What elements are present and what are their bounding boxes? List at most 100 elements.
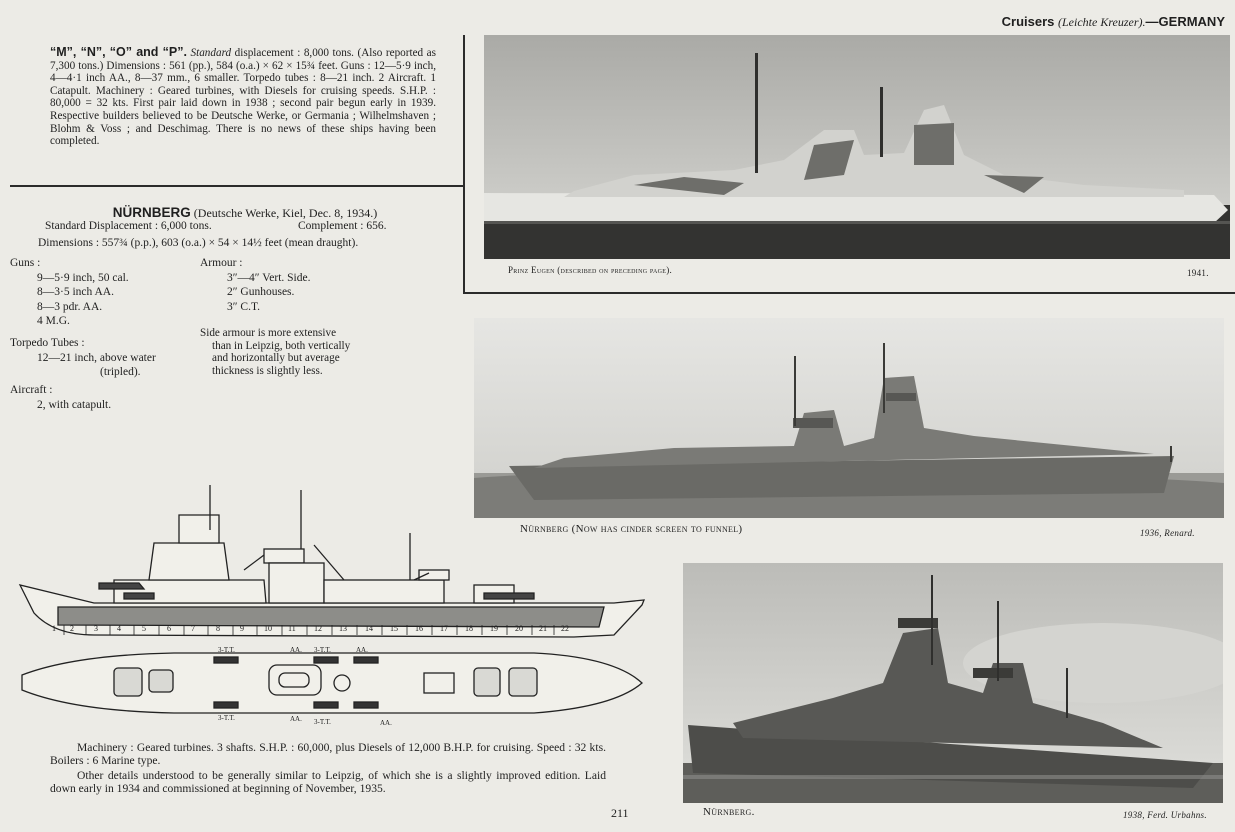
- photo-frame-bottom-rule: [463, 292, 1235, 294]
- frame-number: 10: [264, 624, 272, 633]
- frame-number: 18: [465, 624, 473, 633]
- caption-nurnberg-1936: Nürnberg (Now has cinder screen to funne…: [520, 523, 742, 535]
- page-header: Cruisers (Leichte Kreuzer).—GERMANY: [1002, 14, 1225, 30]
- frame-number: 8: [216, 624, 220, 633]
- displacement-line: Standard Displacement : 6,000 tons.: [45, 219, 212, 233]
- profile-view: [18, 485, 646, 638]
- caption-text: Nürnberg (Now has cinder screen to funne…: [520, 523, 743, 535]
- ship-photo-prinz-eugen: [484, 35, 1230, 259]
- mnop-standard: Standard: [186, 47, 232, 59]
- nurnberg-title: NÜRNBERG (Deutsche Werke, Kiel, Dec. 8, …: [40, 205, 450, 221]
- ship-profile-plan-drawing: 1 2 3 4 5 6 7 8 9 10 11 12 13 14 15 16 1…: [18, 485, 646, 727]
- plan-label-aa: AA.: [380, 719, 392, 727]
- frame-number: 7: [191, 624, 195, 633]
- frame-number: 6: [167, 624, 171, 633]
- frame-number: 4: [117, 624, 121, 633]
- credit-prinz-eugen: 1941.: [1187, 268, 1209, 278]
- torpedo-tubes: Torpedo Tubes : 12—21 inch, above water …: [10, 336, 210, 380]
- caption-text: Nürnberg.: [703, 806, 755, 818]
- credit-text: 1941.: [1187, 268, 1209, 278]
- aircraft-heading: Aircraft :: [10, 384, 53, 396]
- plan-label-tt: 3-T.T.: [218, 714, 235, 722]
- armour-item: 3″ C.T.: [227, 300, 261, 313]
- guns-list: Guns : 9—5·9 inch, 50 cal. 8—3·5 inch AA…: [10, 256, 200, 329]
- armour-note-line: than in Leipzig, both vertically: [212, 339, 351, 352]
- ship-photo-nurnberg-1938: [683, 563, 1223, 803]
- armour-list: Armour : 3″—4″ Vert. Side. 2″ Gunhouses.…: [200, 256, 420, 314]
- photo-frame-left-rule: [463, 35, 465, 293]
- torpedo-heading: Torpedo Tubes :: [10, 337, 85, 349]
- frame-number: 15: [390, 624, 398, 633]
- page-number-text: 211: [611, 806, 629, 820]
- details-text: Other details understood to be generally…: [50, 769, 606, 795]
- torpedo-line: 12—21 inch, above water: [37, 351, 156, 364]
- frame-number: 11: [288, 624, 296, 633]
- plan-label-aa: AA.: [290, 646, 302, 654]
- caption-text: Prinz Eugen (described on preceding page…: [508, 265, 673, 275]
- frame-number: 22: [561, 624, 569, 633]
- caption-prinz-eugen: Prinz Eugen (described on preceding page…: [508, 265, 672, 275]
- armour-note-line: Side armour is more extensive: [200, 327, 337, 339]
- header-section: Cruisers: [1001, 14, 1055, 29]
- section-divider: [10, 185, 463, 187]
- armour-item: 3″—4″ Vert. Side.: [227, 271, 311, 284]
- complement: Complement : 656.: [298, 220, 387, 232]
- ship-drawing: 1 2 3 4 5 6 7 8 9 10 11 12 13 14 15 16 1…: [14, 485, 650, 730]
- aircraft-line: 2, with catapult.: [37, 398, 112, 411]
- plan-label-tt: 3-T.T.: [314, 718, 331, 726]
- header-subtitle: (Leichte Kreuzer).: [1058, 15, 1146, 29]
- frame-number: 21: [539, 624, 547, 633]
- photo-prinz-eugen: [484, 35, 1230, 259]
- gun-item: 8—3·5 inch AA.: [37, 286, 114, 299]
- armour-heading: Armour :: [200, 257, 243, 269]
- frame-number: 3: [94, 624, 98, 633]
- gun-item: 8—3 pdr. AA.: [37, 300, 103, 313]
- frame-number: 12: [314, 624, 322, 633]
- plan-view: [21, 652, 643, 714]
- mnop-text: displacement : 8,000 tons. (Also reporte…: [50, 47, 437, 148]
- photo-nurnberg-1938: [683, 563, 1223, 803]
- mnop-names: “M”, “N”, “O” and “P”.: [50, 45, 187, 59]
- gun-item: 9—5·9 inch, 50 cal.: [37, 271, 129, 284]
- credit-nurnberg-1936: 1936, Renard.: [1140, 528, 1195, 538]
- frame-number: 20: [515, 624, 523, 633]
- header-country: —GERMANY: [1145, 14, 1225, 29]
- ship-photo-nurnberg-1936: [474, 318, 1224, 518]
- machinery-text: Machinery : Geared turbines. 3 shafts. S…: [50, 741, 606, 767]
- dimensions-line: Dimensions : 557¾ (p.p.), 603 (o.a.) × 5…: [38, 236, 358, 250]
- ship-name: NÜRNBERG: [112, 205, 191, 220]
- plan-label-aa: AA.: [290, 715, 302, 723]
- guns-heading: Guns :: [10, 257, 41, 269]
- frame-number: 14: [365, 624, 373, 633]
- frame-number: 5: [142, 624, 146, 633]
- credit-text: 1938, Ferd. Urbahns.: [1123, 810, 1207, 820]
- frame-number: 9: [240, 624, 244, 633]
- displacement: Standard Displacement : 6,000 tons.: [45, 220, 212, 232]
- plan-label-aa: AA.: [356, 646, 368, 654]
- armour-item: 2″ Gunhouses.: [227, 286, 295, 299]
- complement-line: Complement : 656.: [298, 219, 386, 233]
- armour-note-line: and horizontally but average: [212, 352, 340, 365]
- armour-note-line: thickness is slightly less.: [212, 364, 323, 377]
- frame-number: 13: [339, 624, 347, 633]
- credit-nurnberg-1938: 1938, Ferd. Urbahns.: [1123, 810, 1207, 820]
- frame-numbers: 1 2 3 4 5 6 7 8 9 10 11 12 13 14 15 16 1…: [52, 624, 569, 633]
- photo-nurnberg-1936: [474, 318, 1224, 518]
- frame-number: 2: [70, 624, 74, 633]
- frame-number: 19: [490, 624, 498, 633]
- plan-label-tt: 3-T.T.: [314, 646, 331, 654]
- caption-nurnberg-1938: Nürnberg.: [703, 806, 755, 818]
- aircraft: Aircraft : 2, with catapult.: [10, 383, 210, 412]
- mnop-description: “M”, “N”, “O” and “P”. Standard displace…: [50, 46, 436, 148]
- machinery-paragraph: Machinery : Geared turbines. 3 shafts. S…: [50, 741, 606, 768]
- armour-note: Side armour is more extensive than in Le…: [200, 327, 400, 377]
- ship-builder: (Deutsche Werke, Kiel, Dec. 8, 1934.): [190, 206, 378, 220]
- dimensions: Dimensions : 557¾ (p.p.), 603 (o.a.) × 5…: [38, 237, 359, 249]
- frame-number: 17: [440, 624, 448, 633]
- frame-number: 1: [52, 624, 56, 633]
- page-number: 211: [611, 806, 629, 821]
- credit-text: 1936, Renard.: [1140, 528, 1195, 538]
- torpedo-line: (tripled).: [100, 366, 141, 379]
- details-paragraph: Other details understood to be generally…: [50, 769, 606, 796]
- gun-item: 4 M.G.: [37, 315, 70, 328]
